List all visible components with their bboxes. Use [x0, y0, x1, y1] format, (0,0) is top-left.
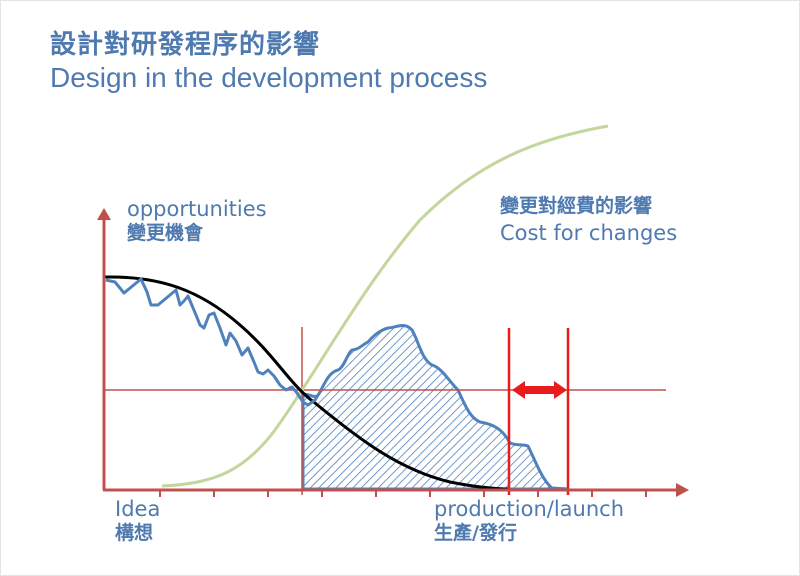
double-arrow-icon [512, 381, 567, 399]
opportunity-curve-noisy [105, 277, 322, 407]
opportunity-curve-smooth [104, 275, 511, 491]
idea-label-zh: 構想 [115, 522, 154, 544]
cost-curve [161, 124, 609, 488]
idea-label-en: Idea [115, 497, 161, 521]
x-axis-arrow-icon [676, 483, 689, 497]
hatched-effort-area [301, 324, 570, 491]
x-axis-ticks [159, 490, 647, 497]
cost-label: 變更對經費的影響 Cost for changes [500, 194, 677, 245]
opportunities-label-en: opportunities [127, 197, 267, 221]
production-label-zh: 生產/發行 [434, 522, 517, 544]
cost-label-zh: 變更對經費的影響 [500, 195, 653, 217]
opportunities-label-zh: 變更機會 [127, 222, 204, 244]
production-label-en: production/launch [434, 497, 625, 521]
title-chinese: 設計對研發程序的影響 [50, 30, 321, 60]
production-label: production/launch 生產/發行 [434, 497, 624, 545]
cost-label-en: Cost for changes [500, 221, 678, 245]
title-english: Design in the development process [50, 62, 488, 93]
opportunities-label: opportunities 變更機會 [127, 197, 267, 245]
idea-label: Idea 構想 [115, 497, 160, 545]
y-axis-arrow-icon [97, 208, 111, 220]
